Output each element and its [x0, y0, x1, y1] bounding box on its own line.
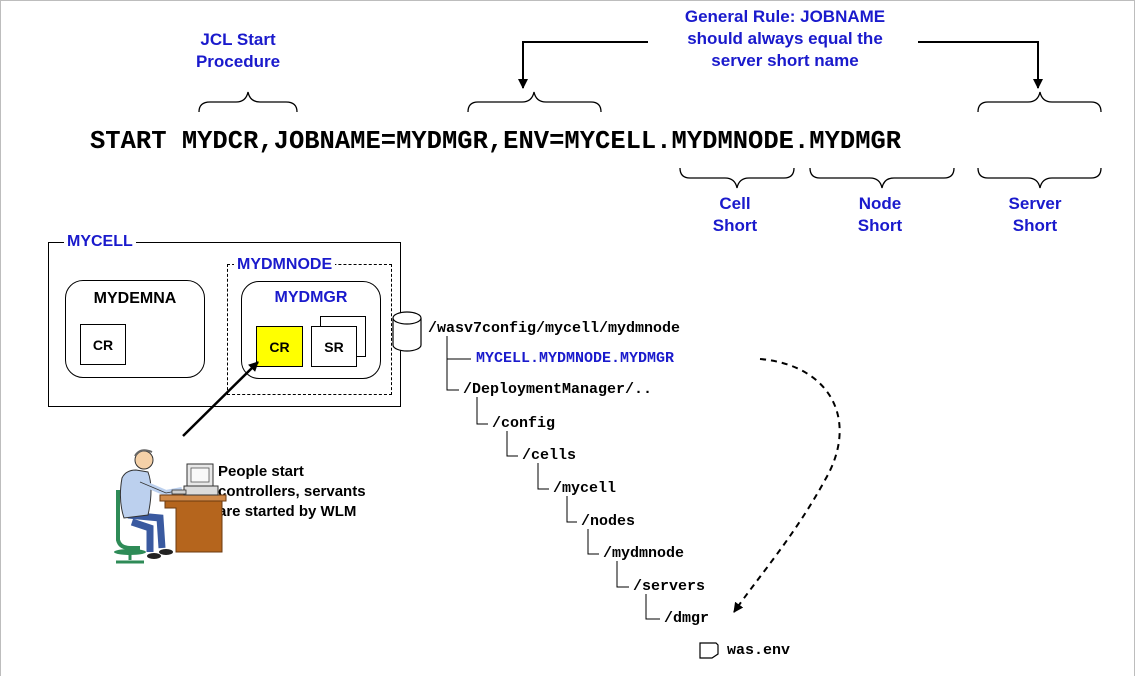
- server-short-line1: Server: [1008, 194, 1062, 213]
- tree-deployment: /DeploymentManager/..: [463, 381, 653, 398]
- general-rule-line1: General Rule: JOBNAME: [684, 7, 886, 26]
- people-note-line3: are started by WLM: [218, 503, 357, 520]
- tree-mycell: /mycell: [553, 480, 617, 497]
- cr-left-box: CR: [80, 324, 126, 365]
- cell-short-label: Cell Short: [700, 193, 770, 237]
- tree-nodes: /nodes: [581, 513, 636, 530]
- database-icon: [392, 311, 422, 352]
- cmd-dot1: .: [656, 127, 672, 156]
- cell-short-line1: Cell: [719, 194, 751, 213]
- rule-arrow-right: [918, 41, 1043, 89]
- people-note: People start controllers, servants are s…: [218, 462, 366, 522]
- tree-mydmnode: /mydmnode: [603, 545, 685, 562]
- person-at-computer-icon: [114, 449, 227, 564]
- cmd-node: MYDMNODE: [671, 127, 794, 156]
- cmd-start: START: [90, 127, 167, 156]
- server-mydmgr-label: MYDMGR: [274, 289, 348, 306]
- jcl-brace: [198, 91, 298, 113]
- node-short-label: Node Short: [845, 193, 915, 237]
- tree-connectors: [446, 336, 660, 620]
- cr-right-box: CR: [256, 326, 303, 367]
- node-short-line1: Node: [858, 194, 902, 213]
- cmd-server: MYDMGR: [809, 127, 902, 156]
- cmd-cell: MYCELL: [564, 127, 657, 156]
- people-note-line1: People start: [218, 463, 304, 480]
- cell-brace: [679, 167, 795, 189]
- jcl-start-line1: JCL Start: [200, 30, 276, 49]
- tree-dmgr: /dmgr: [664, 610, 710, 627]
- general-rule-label: General Rule: JOBNAME should always equa…: [635, 6, 935, 72]
- node-brace: [809, 167, 955, 189]
- file-icon: [699, 642, 719, 659]
- server-brace: [977, 167, 1102, 189]
- tree-root: /wasv7config/mycell/mydmnode: [428, 320, 681, 337]
- cr-left-label: CR: [92, 336, 114, 353]
- jcl-start-label: JCL Start Procedure: [178, 29, 298, 73]
- symlink-arrow: [733, 358, 841, 613]
- cmd-proc: MYDCR: [181, 127, 259, 156]
- tree-was-env: was.env: [727, 642, 791, 659]
- person-to-cr-arrow: [182, 361, 259, 437]
- tree-servers: /servers: [633, 578, 706, 595]
- cr-right-label: CR: [269, 338, 290, 355]
- server-short-line2: Short: [1012, 216, 1058, 235]
- jcl-start-line2: Procedure: [195, 52, 281, 71]
- start-command: START MYDCR,JOBNAME=MYDMGR,ENV=MYCELL.MY…: [90, 127, 901, 156]
- cmd-jobname: ,JOBNAME=MYDMGR,ENV=: [258, 127, 565, 156]
- server-mydemna-label: MYDEMNA: [93, 290, 177, 307]
- people-note-line2: controllers, servants: [218, 483, 366, 500]
- server-top-brace: [977, 91, 1102, 113]
- sr-box: SR: [311, 326, 357, 367]
- tree-symlink: MYCELL.MYDMNODE.MYDMGR: [476, 350, 675, 367]
- cell-short-line2: Short: [712, 216, 758, 235]
- server-short-label: Server Short: [995, 193, 1075, 237]
- rule-arrow-left: [518, 41, 648, 89]
- tree-cells: /cells: [522, 447, 577, 464]
- tree-config: /config: [492, 415, 556, 432]
- jobname-brace: [467, 91, 602, 113]
- node-label: MYDMNODE: [234, 256, 336, 274]
- node-short-line2: Short: [857, 216, 903, 235]
- cell-label: MYCELL: [64, 233, 136, 251]
- sr-label: SR: [324, 338, 344, 355]
- general-rule-line2: should always equal the: [687, 29, 883, 48]
- general-rule-line3: server short name: [711, 51, 859, 70]
- cmd-dot2: .: [793, 127, 810, 156]
